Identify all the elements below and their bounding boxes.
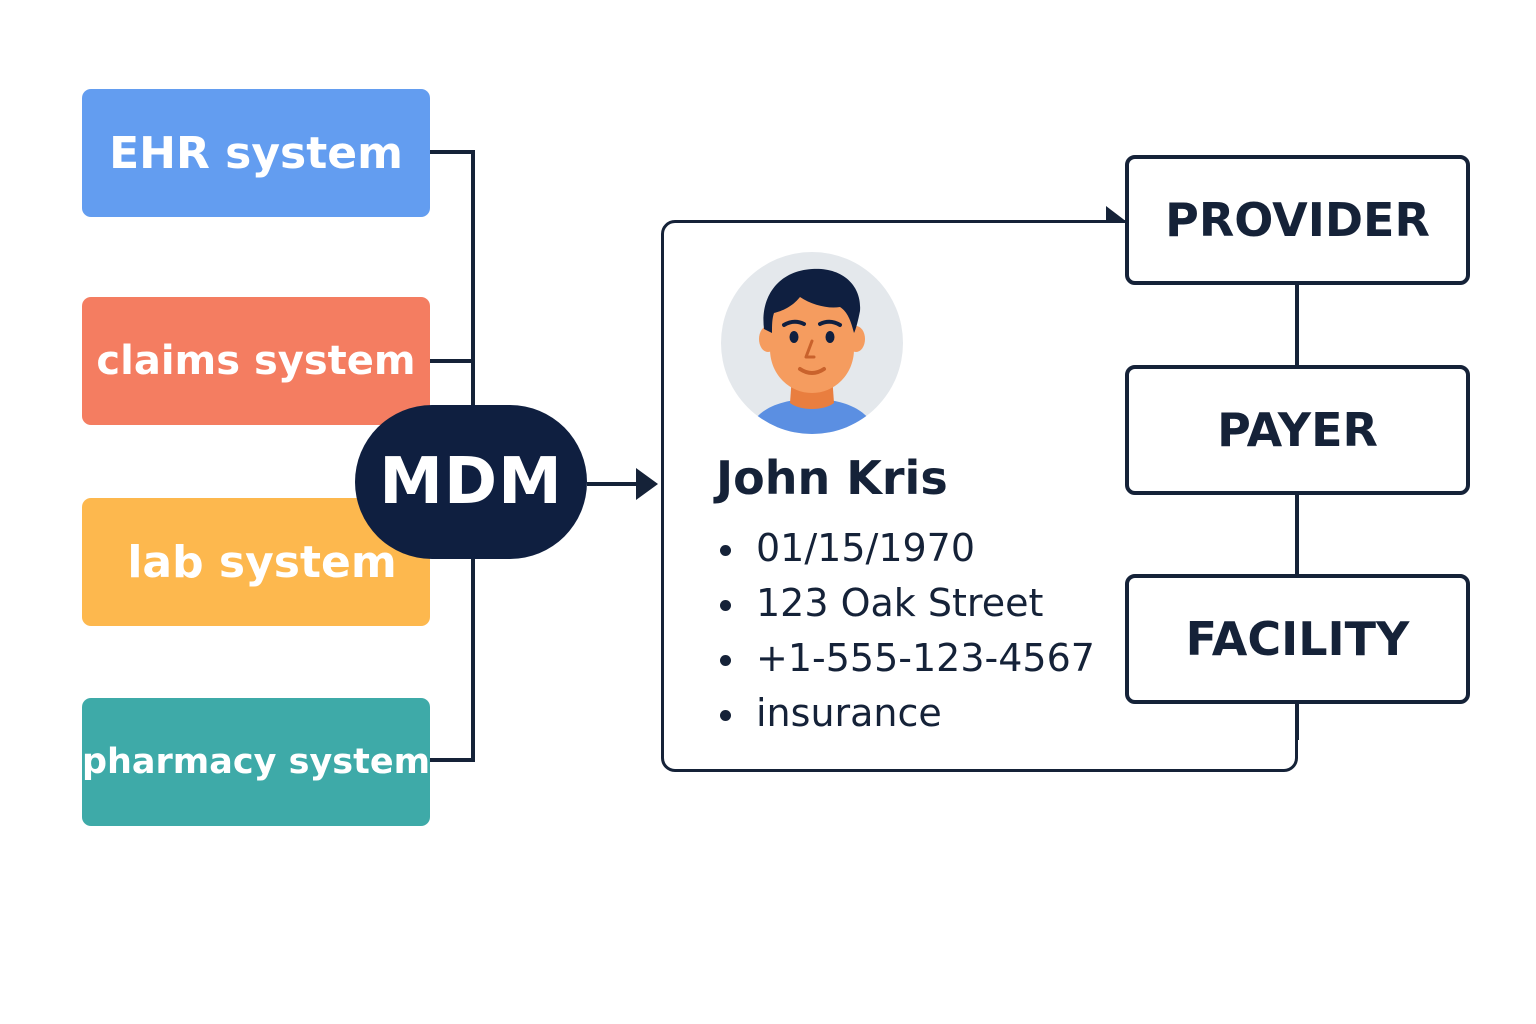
hub-label: MDM — [379, 445, 563, 519]
source-label: claims system — [96, 338, 416, 384]
arrow-right-icon — [636, 468, 658, 500]
mdm-hub: MDM — [355, 405, 587, 559]
attribute-text: +1-555-123-4567 — [756, 636, 1095, 680]
attribute-text: 123 Oak Street — [756, 581, 1044, 625]
bullet-icon — [720, 710, 731, 721]
attribute-phone: +1-555-123-4567 — [716, 631, 1095, 686]
person-avatar-icon — [721, 252, 903, 434]
bullet-icon — [720, 545, 731, 556]
attribute-text: 01/15/1970 — [756, 526, 976, 570]
entity-label: PAYER — [1217, 403, 1378, 457]
patient-name: John Kris — [716, 451, 948, 505]
entity-provider: PROVIDER — [1125, 155, 1470, 285]
source-ehr-system: EHR system — [82, 89, 430, 217]
entity-facility: FACILITY — [1125, 574, 1470, 704]
source-label: lab system — [127, 536, 397, 588]
attribute-address: 123 Oak Street — [716, 576, 1095, 631]
entity-label: FACILITY — [1185, 612, 1410, 666]
bullet-icon — [720, 655, 731, 666]
patient-attributes: 01/15/1970 123 Oak Street +1-555-123-456… — [716, 521, 1095, 741]
patient-record-card: John Kris 01/15/1970 123 Oak Street +1-5… — [661, 220, 1298, 772]
source-label: pharmacy system — [81, 742, 431, 782]
source-claims-system: claims system — [82, 297, 430, 425]
attribute-text: insurance — [756, 691, 942, 735]
source-pharmacy-system: pharmacy system — [82, 698, 430, 826]
entity-payer: PAYER — [1125, 365, 1470, 495]
entity-label: PROVIDER — [1165, 193, 1430, 247]
attribute-insurance: insurance — [716, 686, 1095, 741]
bullet-icon — [720, 600, 731, 611]
attribute-dob: 01/15/1970 — [716, 521, 1095, 576]
source-label: EHR system — [109, 127, 403, 179]
